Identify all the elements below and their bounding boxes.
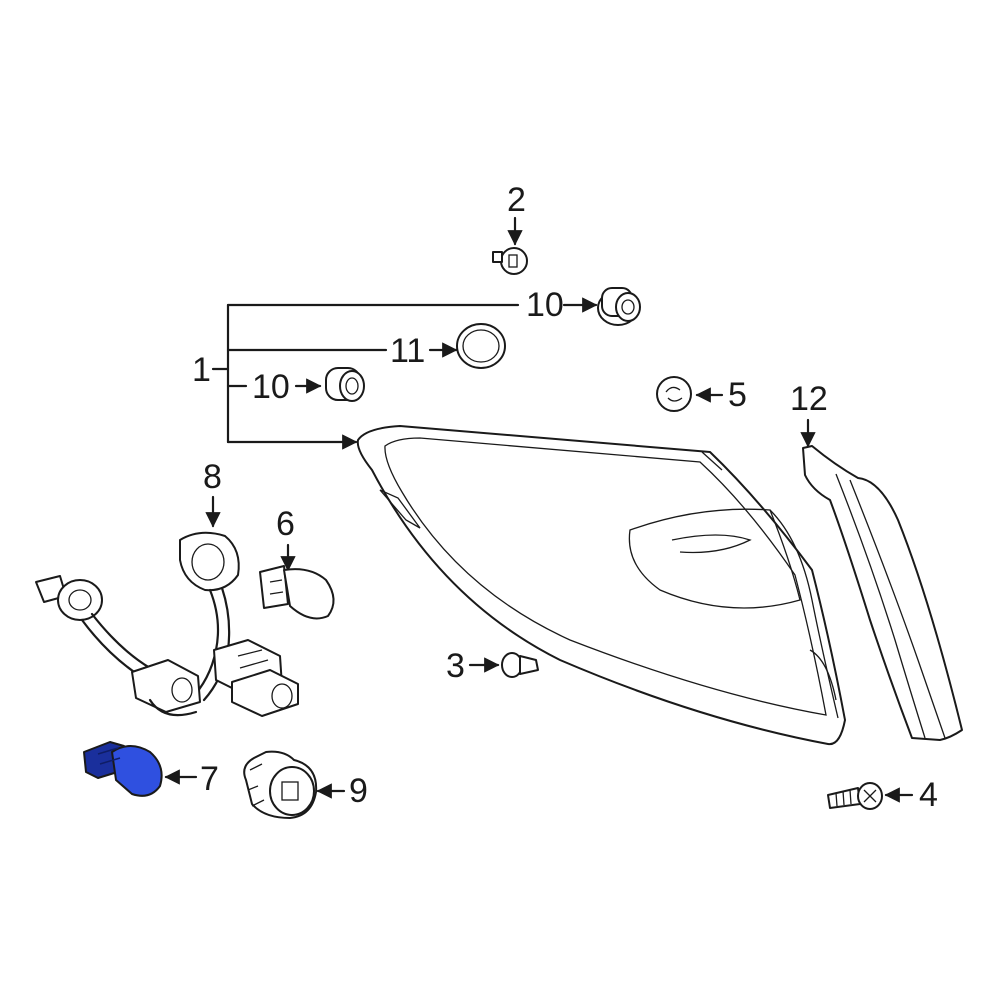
part-7-bulb-highlighted xyxy=(83,741,163,797)
part-9-socket xyxy=(243,750,318,819)
callout-8-label: 8 xyxy=(203,458,222,496)
callout-3-label: 3 xyxy=(446,647,465,685)
part-2-grommet xyxy=(492,247,528,275)
part-5-clip xyxy=(656,376,692,412)
callout-10-label-lower: 10 xyxy=(252,368,290,406)
part-4-screw xyxy=(827,782,883,810)
part-12-trim xyxy=(802,445,963,741)
callout-6-label: 6 xyxy=(276,505,295,543)
callout-2-label: 2 xyxy=(507,181,526,219)
callout-5-label: 5 xyxy=(728,376,747,414)
part-1-tail-lamp-housing xyxy=(356,425,846,746)
leader-arrows xyxy=(164,216,914,803)
callout-11-label: 11 xyxy=(390,332,425,370)
part-6-bulb xyxy=(259,565,335,620)
callout-1-bracket xyxy=(211,297,598,450)
callout-9-label: 9 xyxy=(349,772,368,810)
part-3-push-clip xyxy=(501,652,539,678)
part-11-seal-ring xyxy=(456,323,506,369)
part-10-bushing-upper xyxy=(597,287,641,326)
callout-12-label: 12 xyxy=(790,380,828,418)
callout-4-label: 4 xyxy=(919,776,938,814)
callout-1-label: 1 xyxy=(192,351,211,389)
part-8-socket-harness xyxy=(35,531,299,717)
callout-7-label: 7 xyxy=(200,760,219,798)
part-10-bushing-lower xyxy=(325,367,365,402)
callout-10-label-upper: 10 xyxy=(526,286,564,324)
